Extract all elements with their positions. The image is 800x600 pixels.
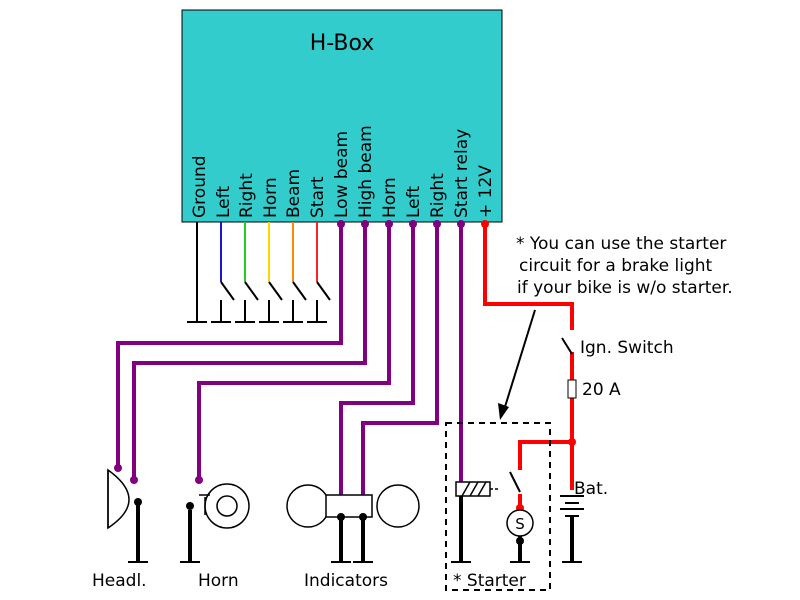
ign-switch-label: Ign. Switch [580, 338, 674, 358]
pin-dot-horn [385, 220, 393, 228]
pin-labels: Ground Left Right Horn Beam Start Low be… [190, 125, 496, 218]
headlight-label: Headl. [92, 571, 147, 591]
switch-left [220, 281, 235, 301]
pin-label-start-relay: Start relay [452, 129, 472, 218]
h-box-title: H-Box [310, 31, 375, 56]
indicator-lamps-icon [286, 484, 420, 563]
wire-right-out [361, 224, 439, 498]
horn-icon [180, 483, 250, 563]
switch-start [316, 281, 331, 301]
wire-low-beam [116, 224, 343, 468]
dot-headlight-1 [114, 464, 122, 472]
pin-label-ground: Ground [190, 155, 210, 218]
starter-motor-icon [506, 509, 534, 563]
dot-horn [195, 476, 203, 484]
fuse-label: 20 A [582, 380, 621, 400]
relay-contact-icon [509, 471, 521, 493]
wire-high-beam [132, 224, 367, 480]
fuse-icon [567, 379, 577, 399]
note-line-2: circuit for a brake light [519, 256, 713, 276]
dot-headlight-2 [130, 476, 138, 484]
switch-horn [268, 281, 283, 301]
pin-label-plus-12v: + 12V [476, 165, 496, 218]
starter-box [445, 422, 551, 591]
pin-label-right: Right [237, 173, 257, 218]
pin-label-horn: Horn [261, 177, 281, 218]
wire-left-out [339, 224, 415, 498]
pin-label-low-beam: Low beam [332, 131, 352, 218]
pin-label-left-out: Left [404, 186, 424, 218]
h-box [181, 9, 503, 223]
pin-dot-left [409, 220, 417, 228]
pin-label-right-out: Right [428, 173, 448, 218]
starter-motor-label: S [515, 515, 525, 533]
pin-label-horn-out: Horn [380, 177, 400, 218]
ign-switch-icon [561, 337, 573, 355]
pin-label-start: Start [308, 176, 328, 218]
wire-plus-12v [483, 224, 574, 330]
battery-icon [560, 495, 584, 563]
pin-label-high-beam: High beam [356, 125, 376, 218]
pin-dot-plus-12v [481, 220, 489, 228]
wire-horn-out [197, 224, 391, 480]
dot-junction-battery [568, 438, 576, 446]
indicators-label: Indicators [304, 571, 388, 591]
pin-dot-high-beam [361, 220, 369, 228]
pin-label-left: Left [214, 186, 234, 218]
wire-to-starter [518, 440, 572, 470]
battery-label: Bat. [574, 479, 608, 499]
horn-label: Horn [198, 571, 239, 591]
note-arrow [503, 309, 536, 411]
starter-label: * Starter [453, 571, 526, 591]
starter-relay-icon [451, 481, 500, 563]
headlight-icon [107, 468, 148, 563]
note-arrowhead [498, 403, 509, 420]
pin-dot-right [433, 220, 441, 228]
switch-right [244, 281, 259, 301]
output-wires [116, 224, 463, 498]
pin-dot-low-beam [337, 220, 345, 228]
note-line-1: * You can use the starter [516, 234, 726, 254]
switch-beam [292, 281, 307, 301]
input-switch-wires [187, 222, 331, 323]
pin-dot-start-relay [457, 220, 465, 228]
note-line-3: if your bike is w/o starter. [517, 278, 733, 298]
pin-label-beam: Beam [284, 169, 304, 218]
